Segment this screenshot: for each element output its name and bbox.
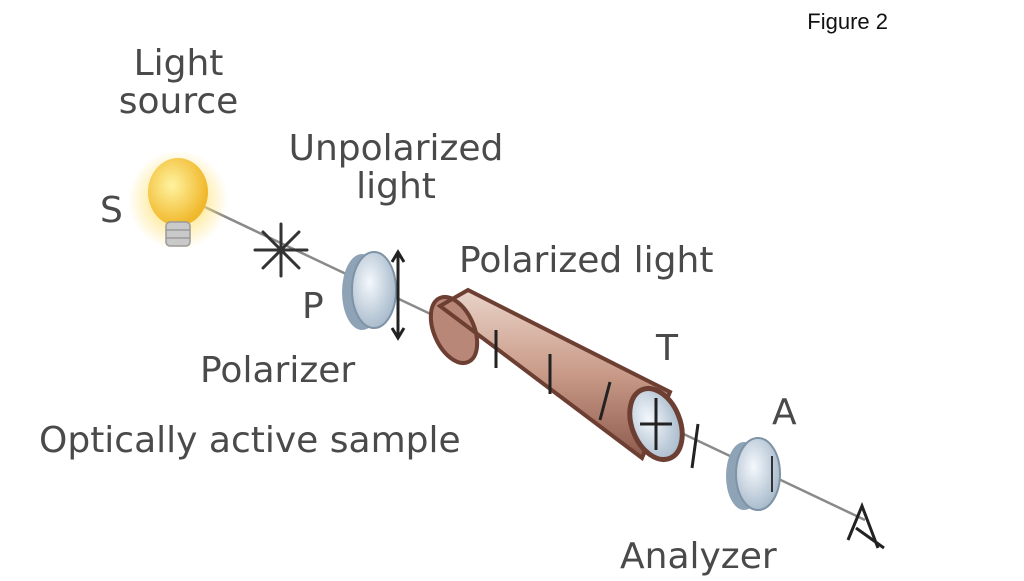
polarizer-disc-icon: [342, 249, 406, 341]
light-source-label: Light source: [106, 45, 251, 121]
a-label: A: [772, 392, 797, 433]
observer-eye-icon: [846, 501, 885, 550]
analyzer-label: Analyzer: [620, 536, 777, 577]
polarized-light-label: Polarized light: [459, 240, 714, 281]
p-label: P: [302, 286, 324, 327]
analyzer-disc-icon: [690, 423, 781, 511]
figure-label: Figure 2: [807, 9, 888, 34]
unpolarized-line2: light: [356, 165, 436, 207]
light-bulb-icon: [128, 150, 228, 250]
sample-tube-icon: [428, 287, 685, 462]
light-source-line1: Light: [133, 43, 224, 84]
unpolarized-line1: Unpolarized: [288, 128, 504, 169]
t-label: T: [656, 328, 678, 369]
optically-active-sample-label: Optically active sample: [39, 420, 461, 461]
light-source-line2: source: [118, 80, 239, 122]
unpolarized-light-label: Unpolarized light: [265, 130, 527, 206]
s-label: S: [100, 190, 123, 231]
unpolarized-starburst-icon: [253, 222, 309, 278]
polarizer-label: Polarizer: [200, 350, 356, 391]
